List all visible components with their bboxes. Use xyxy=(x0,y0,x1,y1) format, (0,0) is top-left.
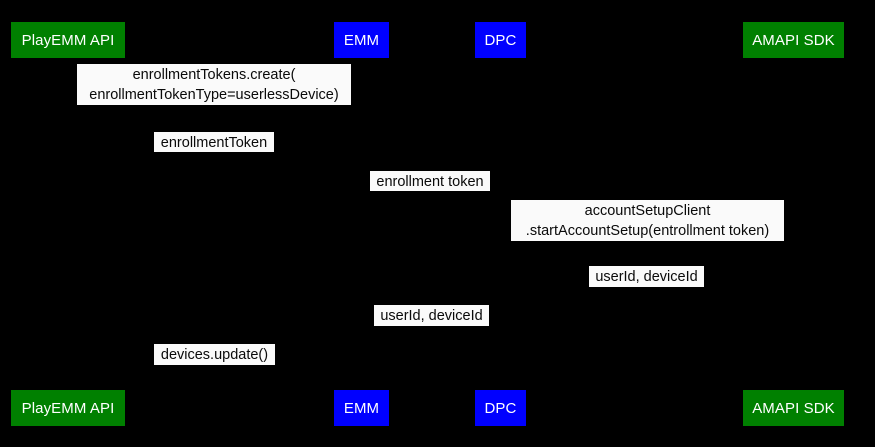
arrow-enrollment-token-to-dpc xyxy=(361,188,500,194)
message-label-enrollment-tokens-create: enrollmentTokens.create( enrollmentToken… xyxy=(77,64,351,105)
arrow-enrollment-tokens-create xyxy=(67,102,361,108)
lifeline-emm xyxy=(361,58,362,388)
message-label-devices-update: devices.update() xyxy=(154,344,275,365)
participant-amapi-sdk-bottom[interactable]: AMAPI SDK xyxy=(743,390,844,426)
message-label-start-account-setup: accountSetupClient .startAccountSetup(en… xyxy=(511,200,784,241)
participant-dpc-top[interactable]: DPC xyxy=(475,22,526,58)
message-label-userid-deviceid-to-emm: userId, deviceId xyxy=(374,305,489,326)
participant-playemm-api-bottom[interactable]: PlayEMM API xyxy=(11,390,125,426)
message-label-enrollment-token-response: enrollmentToken xyxy=(154,132,274,152)
message-label-enrollment-token-to-dpc: enrollment token xyxy=(370,171,490,191)
participant-dpc-bottom[interactable]: DPC xyxy=(475,390,526,426)
participant-emm-top[interactable]: EMM xyxy=(334,22,389,58)
arrow-userid-deviceid-to-emm xyxy=(361,323,500,329)
message-label-userid-deviceid-to-dpc: userId, deviceId xyxy=(589,266,704,287)
arrow-devices-update xyxy=(67,362,361,368)
lifeline-playemm-api xyxy=(67,58,68,388)
lifeline-dpc xyxy=(500,58,501,388)
participant-playemm-api-top[interactable]: PlayEMM API xyxy=(11,22,125,58)
arrow-enrollment-token-response xyxy=(67,149,361,155)
participant-amapi-sdk-top[interactable]: AMAPI SDK xyxy=(743,22,844,58)
arrow-userid-deviceid-to-dpc xyxy=(500,284,793,290)
lifeline-amapi-sdk xyxy=(793,58,794,388)
participant-emm-bottom[interactable]: EMM xyxy=(334,390,389,426)
arrow-start-account-setup xyxy=(500,238,793,244)
